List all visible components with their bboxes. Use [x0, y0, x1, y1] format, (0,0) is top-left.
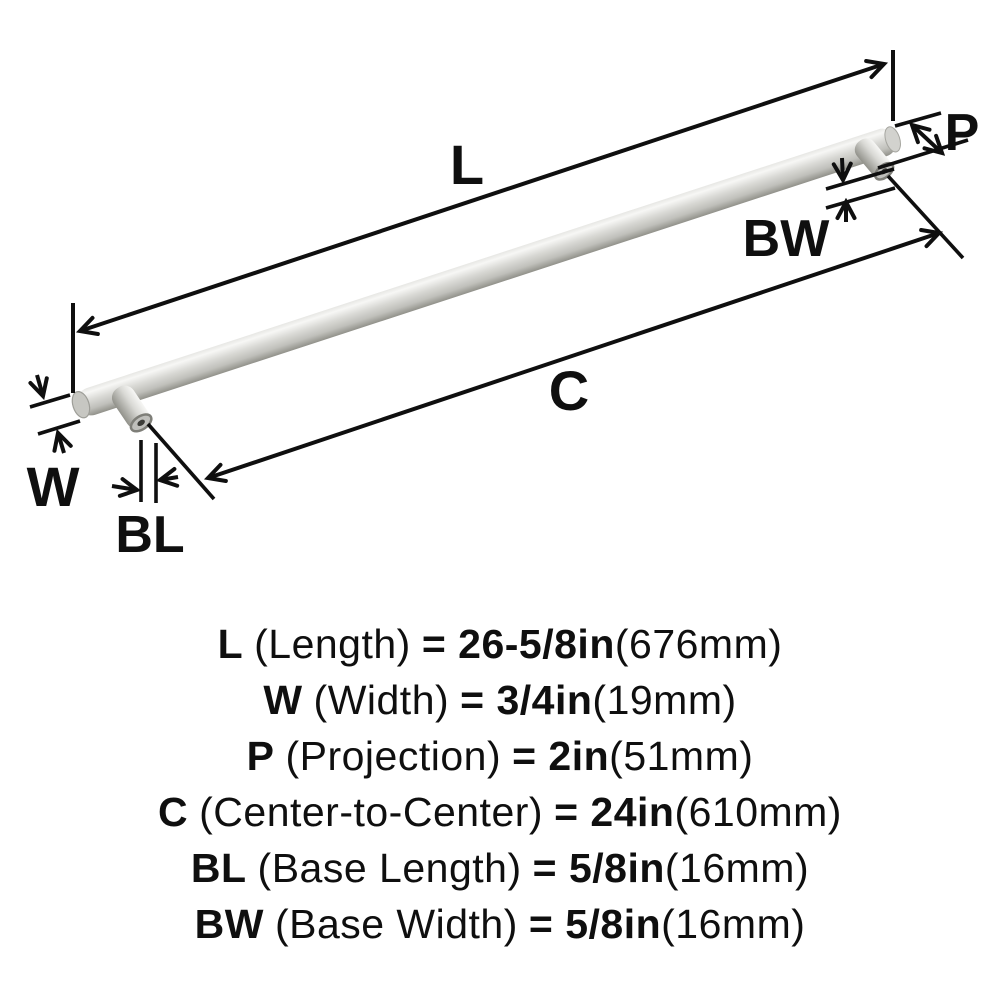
spec-line-center-to-center: C(Center-to-Center)= 24in(610mm)	[0, 784, 1000, 840]
spec-line-base-width: BW(Base Width)= 5/8in(16mm)	[0, 896, 1000, 952]
label-BL: BL	[115, 506, 184, 564]
post-screw-hole-left	[137, 419, 145, 427]
spec-value: = 2in	[512, 733, 610, 779]
spec-value: = 24in	[554, 789, 675, 835]
bw-arrow-down	[842, 157, 843, 180]
w-arrow-up	[58, 433, 64, 454]
spec-symbol: BW	[194, 901, 264, 947]
label-P: P	[945, 104, 980, 162]
w-arrow-down	[37, 374, 43, 396]
dim-arrow-P	[912, 125, 942, 153]
spec-symbol: L	[217, 621, 244, 667]
label-C: C	[549, 359, 589, 422]
spec-description: (Width)	[313, 677, 450, 723]
bl-arrow-right	[111, 486, 137, 490]
spec-value: = 5/8in	[532, 845, 665, 891]
spec-metric: (16mm)	[661, 901, 806, 947]
spec-value: = 5/8in	[528, 901, 662, 947]
bw-tick-lower	[825, 186, 896, 210]
spec-symbol: P	[246, 733, 275, 779]
spec-legend: L(Length)= 26-5/8in(676mm) W(Width)= 3/4…	[0, 616, 1000, 952]
spec-metric: (16mm)	[664, 845, 810, 891]
spec-value: = 3/4in	[460, 677, 593, 723]
spec-line-projection: P(Projection)= 2in(51mm)	[0, 728, 1000, 784]
label-W: W	[27, 455, 80, 518]
bl-arrow-left	[160, 477, 178, 480]
label-L: L	[450, 133, 484, 196]
spec-line-length: L(Length)= 26-5/8in(676mm)	[0, 616, 1000, 672]
spec-symbol: W	[263, 677, 303, 723]
w-tick-lower	[37, 419, 81, 436]
spec-description: (Length)	[254, 621, 411, 667]
spec-metric: (676mm)	[614, 621, 783, 667]
bar-pull-handle	[71, 126, 901, 419]
p-tick-upper	[894, 111, 942, 128]
bw-tick-upper	[825, 167, 895, 191]
handle-bar	[77, 128, 897, 416]
leader-line-right	[886, 174, 965, 260]
leader-line-left	[146, 422, 216, 501]
spec-metric: (51mm)	[609, 733, 754, 779]
spec-line-width: W(Width)= 3/4in(19mm)	[0, 672, 1000, 728]
spec-metric: (19mm)	[592, 677, 737, 723]
label-BW: BW	[743, 210, 831, 268]
spec-symbol: BL	[190, 845, 247, 891]
spec-metric: (610mm)	[674, 789, 842, 835]
handle-end-cap-left	[71, 391, 91, 419]
spec-value: = 26-5/8in	[421, 621, 615, 667]
spec-description: (Center-to-Center)	[199, 789, 544, 835]
spec-symbol: C	[158, 789, 189, 835]
dim-line-C	[208, 233, 939, 478]
spec-line-base-length: BL(Base Length)= 5/8in(16mm)	[0, 840, 1000, 896]
spec-description: (Projection)	[285, 733, 502, 779]
spec-description: (Base Width)	[274, 901, 518, 947]
spec-description: (Base Length)	[257, 845, 522, 891]
w-tick-upper	[29, 393, 71, 409]
